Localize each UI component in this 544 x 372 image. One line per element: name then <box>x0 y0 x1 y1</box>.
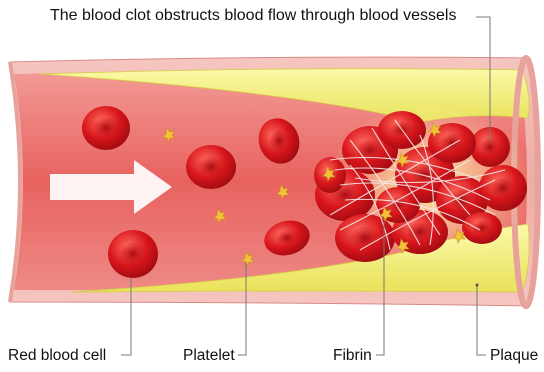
red-blood-cell <box>335 214 395 262</box>
red-blood-cell <box>462 212 502 244</box>
label-platelet: Platelet <box>183 347 235 365</box>
red-blood-cell <box>82 106 130 150</box>
label-fibrin: Fibrin <box>333 347 372 365</box>
label-red-blood-cell: Red blood cell <box>8 347 106 365</box>
red-blood-cell <box>108 230 158 278</box>
red-blood-cell <box>376 187 420 223</box>
plaque-marker-dot <box>476 284 479 287</box>
label-plaque: Plaque <box>490 347 538 365</box>
diagram-title: The blood clot obstructs blood flow thro… <box>50 7 456 25</box>
red-blood-cell <box>186 145 236 189</box>
red-blood-cell <box>479 165 527 211</box>
